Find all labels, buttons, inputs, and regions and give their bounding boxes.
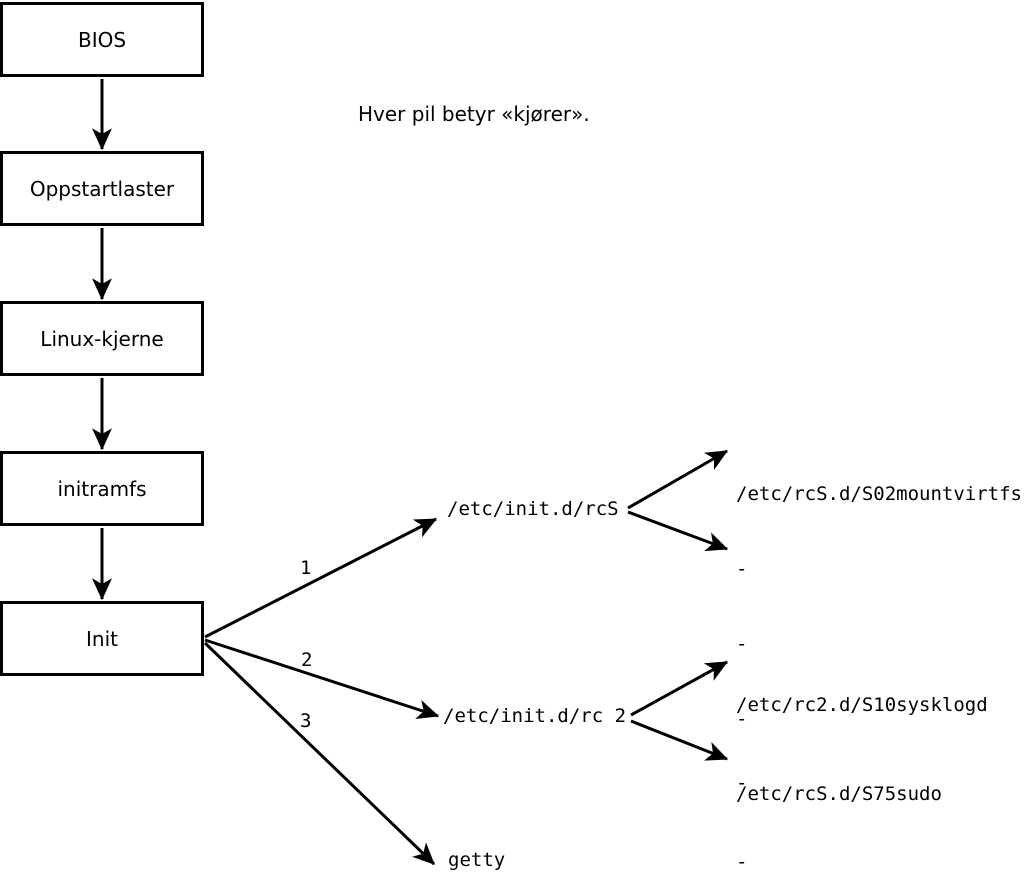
arrow-rc2-to-s10sysklogd [630,660,729,717]
rcs-script-placeholder: - [736,558,748,580]
rc2-script-placeholder: - [736,851,748,874]
rcs-script-list: /etc/rcS.d/S02mountvirtfs - - - /etc/rcS… [736,432,1022,857]
box-oppstartlaster: Oppstartlaster [0,151,204,226]
rcs-script-placeholder: - [736,633,748,655]
box-initramfs-label: initramfs [57,476,147,501]
arrow-init-to-rcs [204,517,438,639]
box-bios: BIOS [0,2,204,77]
box-init-label: Init [86,626,118,651]
arrow-init-to-getty [203,641,436,866]
node-init-d-rcs: /etc/init.d/rcS [447,498,619,520]
arrow-rc2-to-s99gdm [630,719,729,761]
node-getty: getty [448,849,506,871]
arrow-rcs-to-s75sudo [627,510,729,552]
box-bios-label: BIOS [77,27,127,52]
arrow-init-to-rc2 [204,638,440,720]
arrow-label-2: 2 [301,649,313,671]
box-linux-kjerne-label: Linux-kjerne [40,326,164,351]
rcs-script-placeholder: - [736,708,748,730]
diagram-note: Hver pil betyr «kjører». [358,102,590,126]
box-initramfs: initramfs [0,451,204,526]
arrow-rcs-to-s02mountvirtfs [627,449,729,510]
rc2-script-placeholder: - [736,772,748,795]
rc2-script-list: /etc/rc2.d/S10sysklogd - - - /etc/rc2.d/… [736,639,988,875]
rcs-script-s75sudo: /etc/rcS.d/S75sudo [736,783,942,805]
node-init-d-rc2: /etc/init.d/rc 2 [443,705,627,727]
box-linux-kjerne: Linux-kjerne [0,301,204,376]
box-init: Init [0,601,204,676]
arrow-label-1: 1 [300,557,312,579]
rcs-script-s02mountvirtfs: /etc/rcS.d/S02mountvirtfs [736,483,1022,505]
rc2-script-s10sysklogd: /etc/rc2.d/S10sysklogd [736,693,988,716]
box-oppstartlaster-label: Oppstartlaster [29,176,175,201]
arrow-label-3: 3 [300,710,312,732]
